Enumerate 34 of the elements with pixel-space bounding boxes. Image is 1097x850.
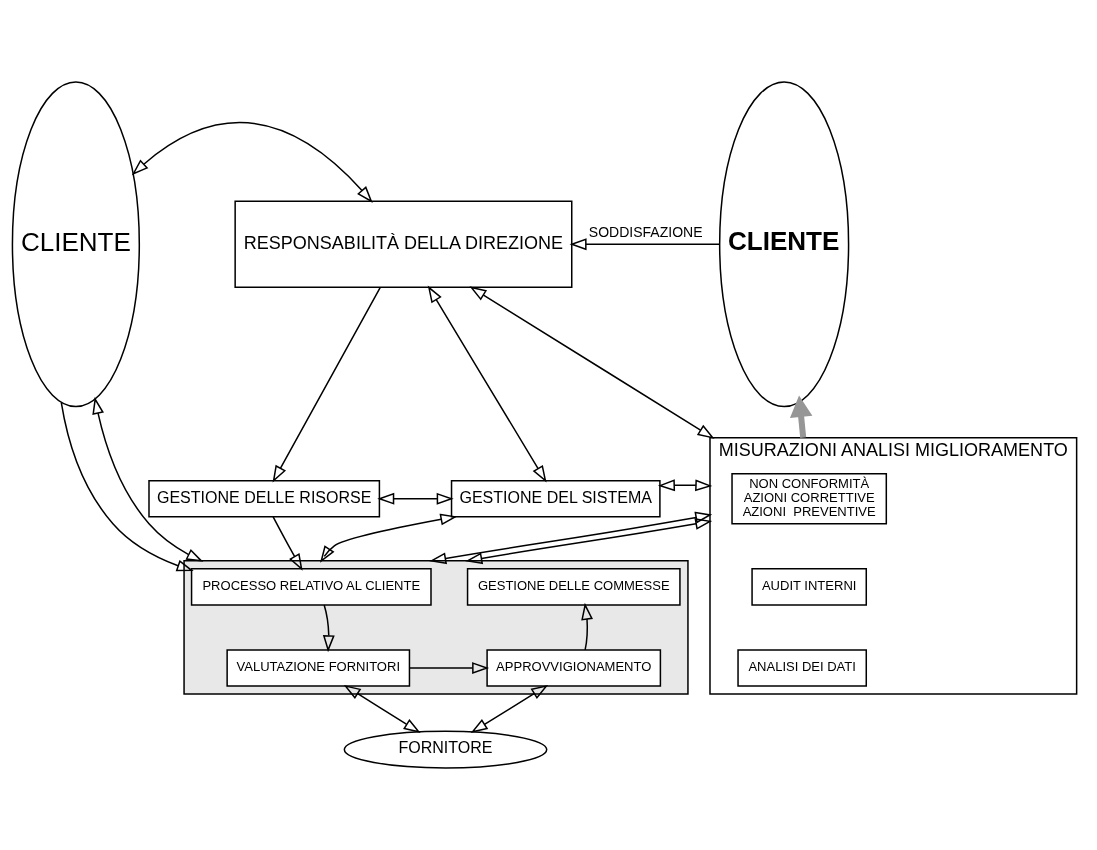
arrow — [470, 684, 549, 733]
node-box: ANALISI DEI DATI — [737, 649, 867, 687]
arrow — [92, 397, 204, 562]
arrow — [789, 395, 813, 438]
arrow — [322, 604, 335, 653]
node-ellipse: CLIENTE — [718, 81, 850, 408]
node-ellipse: CLIENTE — [11, 81, 141, 408]
node-box: AUDIT INTERNI — [751, 568, 867, 606]
arrow — [569, 238, 721, 251]
node-box: NON CONFORMITÀ AZIONI CORRETTIVE AZIONI PREVENTIVE — [731, 472, 888, 525]
arrow — [657, 479, 713, 492]
cluster — [183, 560, 689, 695]
node-ellipse: FORNITORE — [343, 730, 548, 769]
node-box: GESTIONE DEL SISTEMA — [450, 479, 661, 518]
arrow — [272, 516, 303, 571]
node-box: APPROVVIGIONAMENTO — [486, 649, 662, 687]
node-box: GESTIONE DELLE RISORSE — [148, 479, 381, 518]
arrow — [581, 602, 593, 651]
arrow — [469, 286, 715, 439]
arrow — [377, 492, 454, 505]
arrow — [343, 684, 421, 734]
arrow — [465, 518, 713, 565]
arrow — [408, 662, 490, 674]
node-box: GESTIONE DELLE COMMESSE — [466, 568, 681, 606]
arrow — [427, 285, 547, 483]
node-box: RESPONSABILITÀ DELLA DIREZIONE — [234, 200, 573, 289]
arrow — [320, 513, 458, 563]
arrow — [60, 401, 194, 572]
arrow — [131, 121, 373, 203]
node-box: VALUTAZIONE FORNITORI — [226, 649, 411, 687]
arrow — [272, 286, 381, 483]
edge-label: SODDISFAZIONE — [588, 224, 703, 241]
node-box: PROCESSO RELATIVO AL CLIENTE — [190, 568, 432, 606]
arrow — [429, 511, 713, 565]
